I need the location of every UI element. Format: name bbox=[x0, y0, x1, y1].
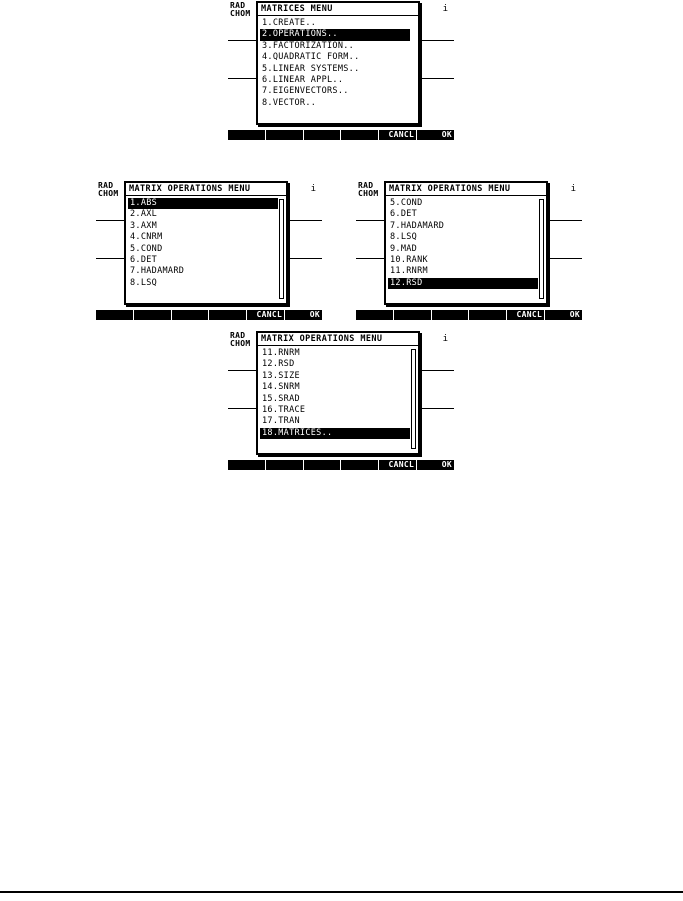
coord-mode-label: CHOM bbox=[98, 189, 119, 198]
softkey-1[interactable] bbox=[96, 310, 133, 320]
status-indicator: RAD CHOM bbox=[98, 182, 118, 198]
menu-item[interactable]: 1.CREATE.. bbox=[262, 18, 317, 28]
calculator-screen-matrix-operations-2: RAD CHOM i MATRIX OPERATIONS MENU 5.COND… bbox=[356, 180, 582, 320]
menu-item-selected[interactable]: 12.RSD bbox=[388, 277, 538, 290]
softkey-3[interactable] bbox=[170, 310, 209, 320]
menu-item[interactable]: 5.LINEAR SYSTEMS.. bbox=[262, 63, 360, 74]
menu-list: 11.RNRM 12.RSD 13.SIZE 14.SNRM 15.SRAD 1… bbox=[260, 348, 418, 440]
dialog-title: MATRIX OPERATIONS MENU bbox=[386, 183, 546, 196]
softkey-3[interactable] bbox=[302, 460, 341, 470]
menu-item[interactable]: 12.RSD bbox=[262, 359, 295, 370]
angle-mode-label: RAD bbox=[230, 331, 246, 340]
menu-list: 1.CREATE.. 2.OPERATIONS.. 3.FACTORIZATIO… bbox=[260, 18, 418, 109]
scrollbar[interactable] bbox=[279, 199, 284, 299]
softkey-4[interactable] bbox=[340, 130, 378, 140]
dialog-title: MATRIX OPERATIONS MENU bbox=[126, 183, 286, 196]
softkey-1[interactable] bbox=[228, 460, 265, 470]
cancel-softkey[interactable]: CANCL bbox=[506, 310, 544, 320]
menu-item[interactable]: 4.QUADRATIC FORM.. bbox=[262, 52, 360, 63]
info-indicator: i bbox=[310, 184, 316, 194]
ok-softkey[interactable]: OK bbox=[416, 460, 454, 470]
softkey-bar: CANCL OK bbox=[356, 310, 582, 320]
menu-item[interactable]: 13.SIZE bbox=[262, 370, 300, 381]
menu-list: 1.ABS 2.AXL 3.AXM 4.CNRM 5.COND 6.DET 7.… bbox=[128, 198, 286, 289]
coord-mode-label: CHOM bbox=[230, 339, 251, 348]
softkey-bar: CANCL OK bbox=[96, 310, 322, 320]
info-indicator: i bbox=[442, 4, 448, 14]
angle-mode-label: RAD bbox=[230, 1, 246, 10]
menu-item[interactable]: 17.TRAN bbox=[262, 416, 300, 427]
menu-list: 5.COND 6.DET 7.HADAMARD 8.LSQ 9.MAD 10.R… bbox=[388, 198, 546, 290]
ok-softkey[interactable]: OK bbox=[416, 130, 454, 140]
choose-box-dialog: MATRIX OPERATIONS MENU 1.ABS 2.AXL 3.AXM… bbox=[124, 181, 288, 305]
softkey-2[interactable] bbox=[264, 460, 303, 470]
menu-item[interactable]: 7.EIGENVECTORS.. bbox=[262, 86, 349, 97]
menu-item[interactable]: 15.SRAD bbox=[262, 393, 300, 404]
menu-item[interactable]: 3.AXM bbox=[130, 220, 158, 231]
cancel-softkey[interactable]: CANCL bbox=[246, 310, 284, 320]
softkey-4[interactable] bbox=[208, 310, 246, 320]
menu-item[interactable]: 16.TRACE bbox=[262, 404, 306, 415]
calculator-screen-matrices-menu: RAD CHOM i MATRICES MENU 1.CREATE.. 2.OP… bbox=[228, 0, 454, 140]
softkey-2[interactable] bbox=[264, 130, 303, 140]
menu-item[interactable]: 11.RNRM bbox=[390, 266, 428, 277]
menu-item[interactable]: 4.CNRM bbox=[130, 232, 163, 243]
cancel-softkey[interactable]: CANCL bbox=[378, 460, 416, 470]
softkey-2[interactable] bbox=[132, 310, 171, 320]
scrollbar[interactable] bbox=[411, 349, 416, 449]
info-indicator: i bbox=[442, 334, 448, 344]
softkey-1[interactable] bbox=[356, 310, 393, 320]
choose-box-dialog: MATRICES MENU 1.CREATE.. 2.OPERATIONS.. … bbox=[256, 1, 420, 125]
menu-item[interactable]: 10.RANK bbox=[390, 254, 428, 265]
angle-mode-label: RAD bbox=[98, 181, 114, 190]
menu-item[interactable]: 5.COND bbox=[130, 243, 163, 254]
status-indicator: RAD CHOM bbox=[230, 332, 250, 348]
dialog-title: MATRICES MENU bbox=[258, 3, 418, 16]
softkey-3[interactable] bbox=[430, 310, 469, 320]
coord-mode-label: CHOM bbox=[358, 189, 379, 198]
menu-item[interactable]: 6.DET bbox=[390, 209, 418, 220]
softkey-3[interactable] bbox=[302, 130, 341, 140]
menu-item[interactable]: 11.RNRM bbox=[262, 348, 300, 358]
menu-item[interactable]: 6.LINEAR APPL.. bbox=[262, 74, 344, 85]
angle-mode-label: RAD bbox=[358, 181, 374, 190]
softkey-4[interactable] bbox=[340, 460, 378, 470]
menu-item-selected[interactable]: 18.MATRICES.. bbox=[260, 427, 410, 440]
choose-box-dialog: MATRIX OPERATIONS MENU 5.COND 6.DET 7.HA… bbox=[384, 181, 548, 305]
menu-item[interactable]: 8.LSQ bbox=[390, 232, 418, 243]
menu-item-selected[interactable]: 1.ABS bbox=[128, 198, 278, 210]
softkey-1[interactable] bbox=[228, 130, 265, 140]
ok-softkey[interactable]: OK bbox=[284, 310, 322, 320]
status-indicator: RAD CHOM bbox=[358, 182, 378, 198]
menu-item[interactable]: 9.MAD bbox=[390, 243, 418, 254]
softkey-bar: CANCL OK bbox=[228, 460, 454, 470]
calculator-screen-matrix-operations-3: RAD CHOM i MATRIX OPERATIONS MENU 11.RNR… bbox=[228, 330, 454, 470]
menu-item[interactable]: 5.COND bbox=[390, 198, 423, 208]
cancel-softkey[interactable]: CANCL bbox=[378, 130, 416, 140]
menu-item[interactable]: 8.VECTOR.. bbox=[262, 97, 317, 108]
menu-item[interactable]: 6.DET bbox=[130, 254, 158, 265]
menu-item[interactable]: 7.HADAMARD bbox=[390, 220, 445, 231]
menu-item[interactable]: 8.LSQ bbox=[130, 277, 158, 288]
coord-mode-label: CHOM bbox=[230, 9, 251, 18]
menu-item[interactable]: 14.SNRM bbox=[262, 382, 300, 393]
ok-softkey[interactable]: OK bbox=[544, 310, 582, 320]
menu-item[interactable]: 2.AXL bbox=[130, 209, 158, 220]
calculator-screen-matrix-operations-1: RAD CHOM i MATRIX OPERATIONS MENU 1.ABS … bbox=[96, 180, 322, 320]
menu-item-selected[interactable]: 2.OPERATIONS.. bbox=[260, 29, 410, 41]
menu-item[interactable]: 3.FACTORIZATION.. bbox=[262, 40, 355, 51]
menu-item[interactable]: 7.HADAMARD bbox=[130, 266, 185, 277]
softkey-2[interactable] bbox=[392, 310, 431, 320]
status-indicator: RAD CHOM bbox=[230, 2, 250, 18]
softkey-4[interactable] bbox=[468, 310, 506, 320]
choose-box-dialog: MATRIX OPERATIONS MENU 11.RNRM 12.RSD 13… bbox=[256, 331, 420, 455]
info-indicator: i bbox=[570, 184, 576, 194]
dialog-title: MATRIX OPERATIONS MENU bbox=[258, 333, 418, 346]
scrollbar[interactable] bbox=[539, 199, 544, 299]
softkey-bar: CANCL OK bbox=[228, 130, 454, 140]
page-footer-rule bbox=[0, 891, 683, 893]
